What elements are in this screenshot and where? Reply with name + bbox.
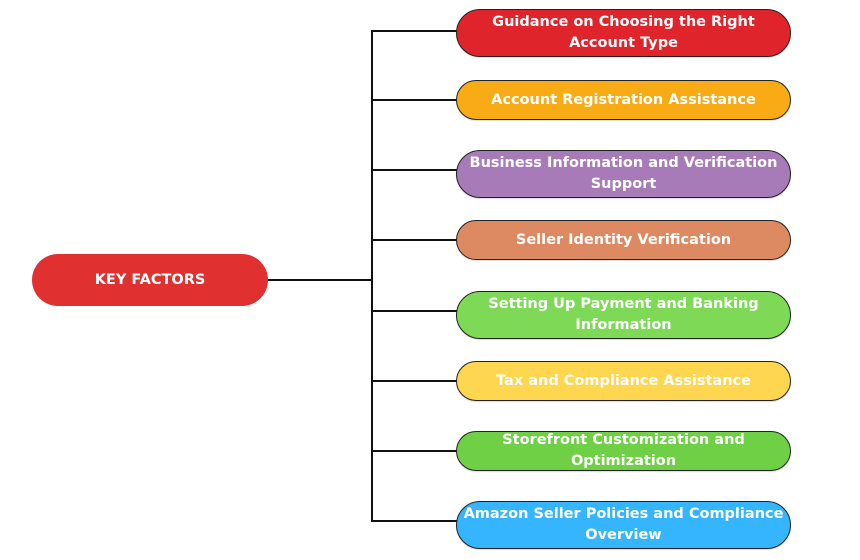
factor-node-identity-verification: Seller Identity Verification: [456, 220, 791, 260]
branch-connector: [371, 99, 457, 101]
factor-node-storefront: Storefront Customization and Optimizatio…: [456, 431, 791, 471]
factor-node-tax-compliance: Tax and Compliance Assistance: [456, 361, 791, 401]
factor-node-business-info: Business Information and Verification Su…: [456, 150, 791, 198]
branch-connector: [371, 450, 457, 452]
factor-node-seller-policies: Amazon Seller Policies and Compliance Ov…: [456, 501, 791, 549]
root-node-key-factors: KEY FACTORS: [32, 254, 268, 306]
factor-node-payment-banking: Setting Up Payment and Banking Informati…: [456, 291, 791, 339]
factor-node-account-type: Guidance on Choosing the Right Account T…: [456, 9, 791, 57]
branch-connector: [371, 520, 457, 522]
trunk-connector: [371, 30, 373, 522]
factor-node-registration: Account Registration Assistance: [456, 80, 791, 120]
branch-connector: [371, 239, 457, 241]
branch-connector: [371, 380, 457, 382]
branch-connector: [371, 30, 457, 32]
branch-connector: [371, 169, 457, 171]
branch-connector: [371, 310, 457, 312]
root-connector: [267, 279, 372, 281]
